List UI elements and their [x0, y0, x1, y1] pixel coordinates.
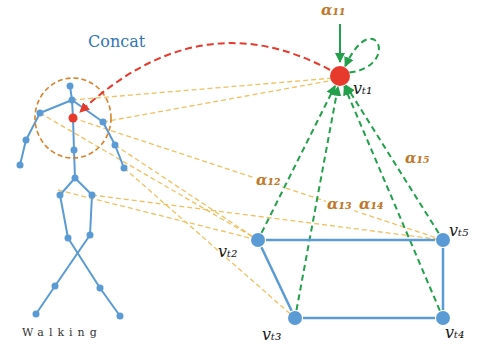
graph-edge: [442, 248, 445, 310]
correspondence-line: [73, 118, 443, 240]
graph-edge: [303, 317, 435, 320]
skeleton-joint: [100, 119, 107, 126]
skeleton-joint: [37, 110, 44, 117]
skeleton-joint: [117, 313, 124, 320]
skeleton-joint: [17, 162, 24, 169]
correspondence-line: [92, 195, 443, 240]
attention-edge: [345, 39, 379, 73]
operation-label: Concat: [88, 33, 145, 51]
attention-weight: α₁₄: [358, 196, 385, 213]
skeleton-joint: [87, 232, 94, 239]
graph-edge: [261, 247, 291, 311]
skeleton-joint: [97, 285, 104, 292]
correspondence-line: [103, 80, 334, 122]
skeleton-bone: [20, 100, 72, 165]
skeleton-joint: [72, 175, 79, 182]
skeleton-joint: [65, 235, 72, 242]
joint-highlight-ellipse: [35, 78, 111, 158]
skeleton-joint: [23, 137, 30, 144]
skeleton-joint: [89, 192, 96, 199]
skeleton-joint: [67, 83, 74, 90]
graph-node: vₜ₄: [436, 311, 450, 325]
graph-node: vₜ₂: [251, 233, 265, 247]
node-label: vₜ₅: [449, 222, 468, 240]
skeleton-joint: [33, 311, 40, 318]
skeleton-joint: [52, 283, 59, 290]
target-node: vₜ₁: [330, 66, 350, 86]
attention-edge: [346, 85, 439, 233]
node-label: vₜ₃: [262, 326, 281, 344]
skeleton-bone: [60, 195, 120, 316]
skeleton-joint: [71, 147, 78, 154]
selected-joint: [69, 114, 78, 123]
attention-edge: [344, 86, 440, 311]
skeleton-joint: [69, 97, 76, 104]
skeleton-joint: [121, 165, 128, 172]
attention-weight: α₁₁: [320, 2, 347, 19]
skeleton-bone: [72, 100, 124, 168]
attention-weight: α₁₃: [326, 196, 353, 213]
attention-weight: α₁₂: [255, 172, 282, 189]
skeleton-joint: [112, 142, 119, 149]
skeleton-bone: [36, 195, 92, 314]
correspondence-line: [58, 190, 258, 240]
node-label: vₜ₂: [218, 243, 237, 261]
graph-edge: [266, 239, 435, 242]
concat-arrow: [80, 43, 330, 112]
skeleton-joint: [57, 192, 64, 199]
correspondence-line: [72, 78, 334, 100]
attention-weight: α₁₅: [404, 150, 431, 167]
graph-node: vₜ₃: [288, 311, 302, 325]
correspondence-line: [115, 145, 258, 240]
attention-arrow: [339, 24, 341, 62]
node-label: vₜ₄: [445, 324, 464, 342]
graph-node: vₜ₅: [436, 233, 450, 247]
correspondence-line: [124, 168, 295, 318]
node-label: vₜ₁: [353, 80, 372, 98]
action-label: Walking: [22, 327, 102, 339]
